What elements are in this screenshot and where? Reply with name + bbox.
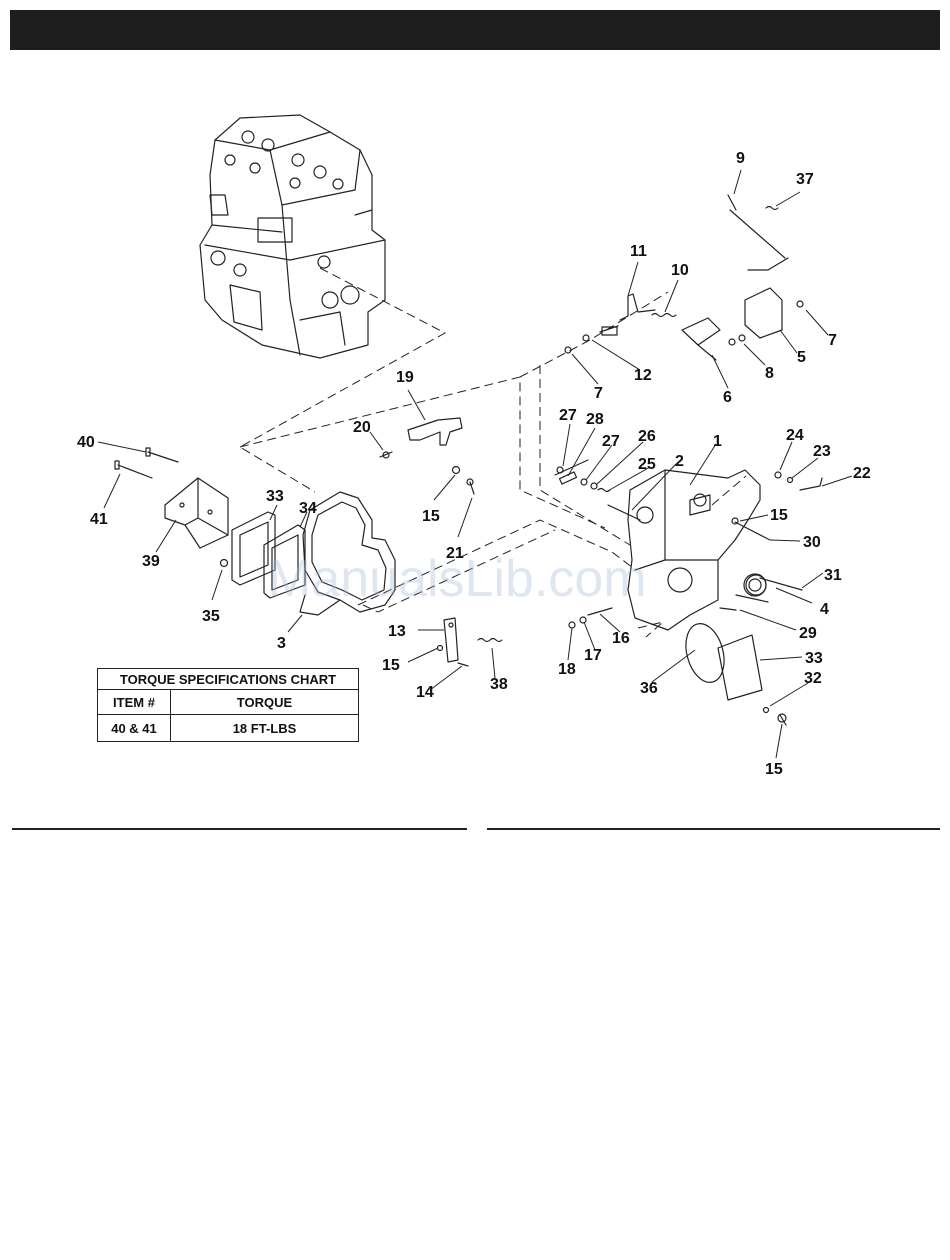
callout-22: 22 — [853, 465, 871, 482]
callout-1: 1 — [713, 433, 722, 450]
torque-column-header: TORQUE — [171, 690, 359, 715]
callout-29: 29 — [799, 625, 817, 642]
callout-6: 6 — [723, 389, 732, 406]
callout-7-left: 7 — [594, 385, 603, 402]
callout-15-b: 15 — [770, 507, 788, 524]
callout-39: 39 — [142, 553, 160, 570]
callout-38: 38 — [490, 676, 508, 693]
torque-cell: 18 FT-LBS — [171, 715, 359, 742]
callout-30: 30 — [803, 534, 821, 551]
callout-28: 28 — [586, 411, 604, 428]
section-divider-left — [12, 828, 467, 830]
section-divider-right — [487, 828, 940, 830]
callout-31: 31 — [824, 567, 842, 584]
table-row: 40 & 41 18 FT-LBS — [98, 715, 359, 742]
callout-16: 16 — [612, 630, 630, 647]
callout-32: 32 — [804, 670, 822, 687]
callout-8: 8 — [765, 365, 774, 382]
callout-18: 18 — [558, 661, 576, 678]
lever-bracket-illustration — [380, 418, 474, 494]
callout-19: 19 — [396, 369, 414, 386]
callout-37: 37 — [796, 171, 814, 188]
torque-table-title: TORQUE SPECIFICATIONS CHART — [98, 669, 359, 690]
callout-15-c: 15 — [382, 657, 400, 674]
governor-lever-illustration — [438, 618, 503, 666]
callout-20: 20 — [353, 419, 371, 436]
callout-2: 2 — [675, 453, 684, 470]
callout-27-a: 27 — [559, 407, 577, 424]
callout-10: 10 — [671, 262, 689, 279]
bracket-illustration — [115, 448, 228, 567]
callout-13: 13 — [388, 623, 406, 640]
callout-35: 35 — [202, 608, 220, 625]
lower-gasket-illustration — [680, 619, 786, 725]
callout-11: 11 — [630, 243, 647, 260]
callout-25: 25 — [638, 456, 656, 473]
callout-33-left: 33 — [266, 488, 284, 505]
callout-40: 40 — [77, 434, 95, 451]
callout-33-right: 33 — [805, 650, 823, 667]
torque-specifications-table: TORQUE SPECIFICATIONS CHART ITEM # TORQU… — [97, 668, 359, 742]
callout-3: 3 — [277, 635, 286, 652]
callout-27-b: 27 — [602, 433, 620, 450]
watermark: ManualsLib.com — [268, 550, 647, 608]
engine-block-illustration — [200, 115, 385, 358]
callout-23: 23 — [813, 443, 831, 460]
item-column-header: ITEM # — [98, 690, 171, 715]
callout-4: 4 — [820, 601, 829, 618]
callout-24: 24 — [786, 427, 804, 444]
callout-15-d: 15 — [765, 761, 783, 778]
callout-41: 41 — [90, 511, 108, 528]
callout-14: 14 — [416, 684, 434, 701]
callout-15-a: 15 — [422, 508, 440, 525]
callout-9: 9 — [736, 150, 745, 167]
callout-26: 26 — [638, 428, 656, 445]
item-cell: 40 & 41 — [98, 715, 171, 742]
callout-36: 36 — [640, 680, 658, 697]
gear-housing-illustration — [628, 470, 768, 630]
callout-5: 5 — [797, 349, 806, 366]
callout-34: 34 — [299, 500, 317, 517]
callout-17: 17 — [584, 647, 602, 664]
callout-7-top: 7 — [828, 332, 837, 349]
callout-12: 12 — [634, 367, 652, 384]
